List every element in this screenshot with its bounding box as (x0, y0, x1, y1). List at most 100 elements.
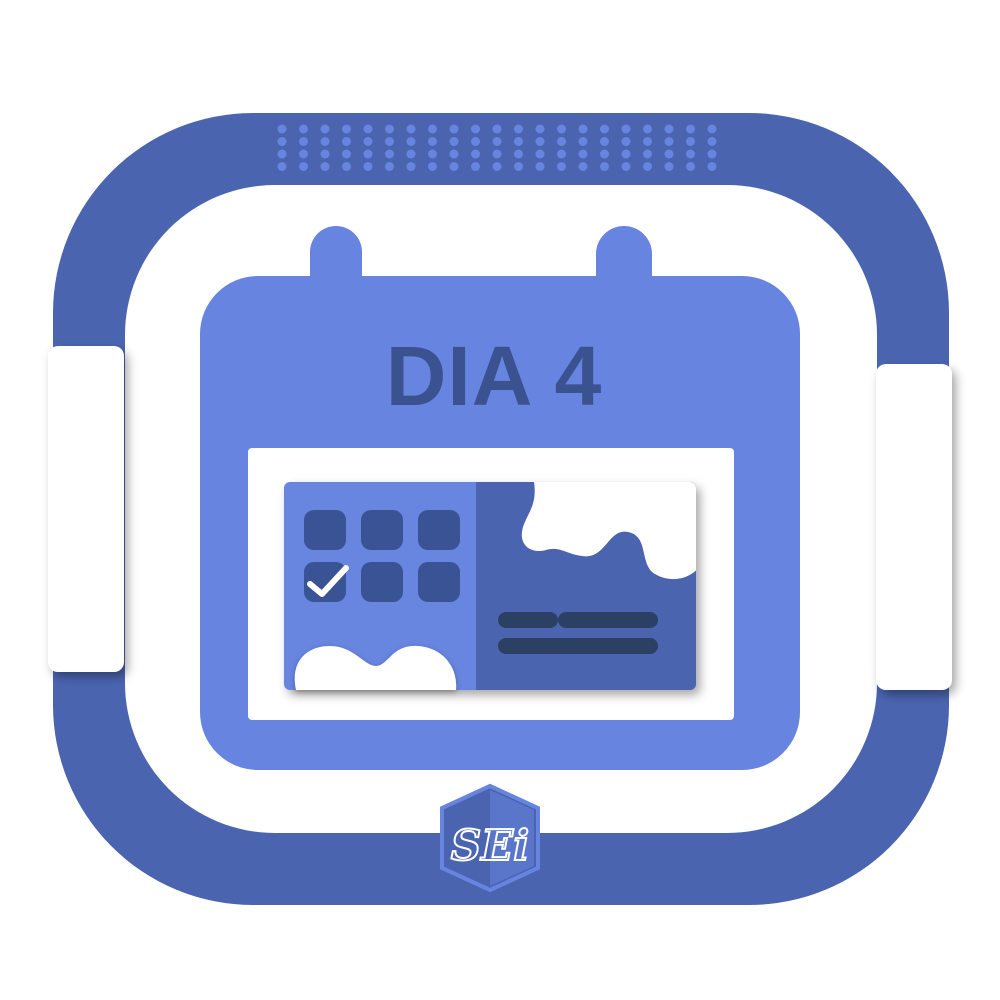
grille-dot (600, 162, 609, 171)
grille-dot (449, 162, 459, 171)
grille-dot (320, 137, 330, 146)
cloud-shape-top (521, 482, 696, 580)
grille-dot (428, 149, 437, 159)
grille-dot (428, 124, 437, 134)
checkmark-icon (307, 565, 349, 597)
grille-dot (643, 149, 652, 159)
grille-dot (385, 137, 394, 146)
grille-dot (342, 124, 351, 134)
grille-dot (686, 149, 695, 159)
grille-dot (707, 124, 717, 134)
grille-dot (707, 162, 717, 171)
grille-dot (299, 124, 308, 134)
grille-dot (514, 162, 523, 171)
grille-dot (535, 162, 545, 171)
grille-dot (471, 137, 480, 146)
grille-dot (578, 149, 588, 159)
speaker-grille (277, 124, 717, 171)
tile (304, 562, 346, 602)
grille-dot (449, 124, 459, 134)
grille-dot (578, 162, 588, 171)
text-line (498, 612, 558, 628)
grille-dot (514, 137, 523, 146)
grille-dot (428, 137, 437, 146)
grille-dot (342, 137, 351, 146)
grille-dot (385, 124, 394, 134)
grille-dot (385, 162, 394, 171)
grille-dot (514, 124, 523, 134)
grille-dot (492, 149, 502, 159)
grille-dot (492, 137, 502, 146)
badge-logo-text: SEi (451, 821, 529, 870)
grille-dot (664, 137, 674, 146)
grille-dot (686, 124, 695, 134)
cloud-shape-bottom (294, 645, 457, 690)
tile (418, 510, 460, 550)
grille-dot (363, 149, 373, 159)
badge-logo: SEi (440, 783, 540, 893)
grille-dot (557, 137, 566, 146)
grille-dot (621, 124, 631, 134)
grille-dot (621, 149, 631, 159)
text-line (558, 612, 658, 628)
grille-dot (406, 124, 416, 134)
grille-dot (428, 162, 437, 171)
grille-dot (406, 149, 416, 159)
grille-dot (342, 149, 351, 159)
text-line (498, 638, 658, 654)
grille-dot (707, 137, 717, 146)
grille-dot (664, 124, 674, 134)
grille-dot (578, 137, 588, 146)
grille-dot (535, 137, 545, 146)
grille-dot (686, 162, 695, 171)
grille-dot (320, 149, 330, 159)
grille-dot (621, 162, 631, 171)
grille-dot (342, 162, 351, 171)
grille-dot (406, 162, 416, 171)
grille-dot (707, 149, 717, 159)
grille-dot (664, 162, 674, 171)
grille-dot (557, 149, 566, 159)
grille-dot (385, 149, 394, 159)
grille-dot (514, 149, 523, 159)
grille-dot (277, 149, 287, 159)
grille-dot (320, 124, 330, 134)
calendar-title: DIA 4 (386, 329, 603, 423)
grille-dot (471, 149, 480, 159)
grille-dot (535, 124, 545, 134)
grille-dot (449, 137, 459, 146)
grille-dot (320, 162, 330, 171)
grille-dot (557, 162, 566, 171)
tile-grid (304, 510, 460, 602)
tile (361, 562, 403, 602)
grille-dot (471, 162, 480, 171)
grille-dot (686, 137, 695, 146)
tile (304, 510, 346, 550)
grille-dot (277, 124, 287, 134)
grille-dot (600, 124, 609, 134)
grille-dot (492, 162, 502, 171)
grille-dot (535, 149, 545, 159)
grille-dot (299, 149, 308, 159)
grille-dot (299, 162, 308, 171)
grille-dot (557, 124, 566, 134)
grille-dot (643, 162, 652, 171)
grille-dot (277, 162, 287, 171)
grille-dot (363, 162, 373, 171)
grille-dot (492, 124, 502, 134)
grille-dot (578, 124, 588, 134)
grille-dot (600, 137, 609, 146)
grille-dot (600, 149, 609, 159)
tile (361, 510, 403, 550)
tile (418, 562, 460, 602)
grille-dot (363, 137, 373, 146)
grille-dot (277, 137, 287, 146)
grille-dot (406, 137, 416, 146)
left-handle (48, 346, 124, 672)
dashboard-panel-content (476, 482, 696, 690)
grille-dot (643, 124, 652, 134)
right-handle (876, 364, 952, 690)
grille-dot (471, 124, 480, 134)
grille-dot (643, 137, 652, 146)
